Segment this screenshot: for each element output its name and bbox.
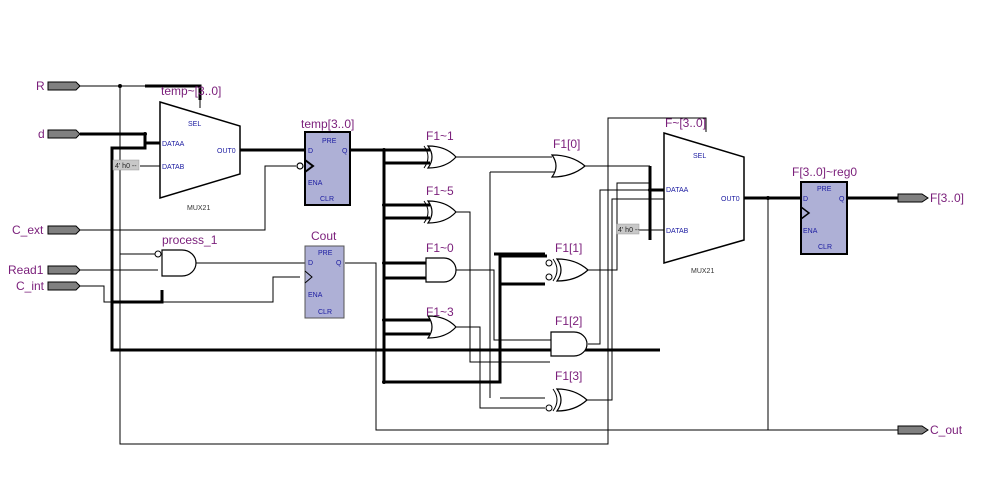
register-temp-d: D [308,148,313,155]
register-cout-clr: CLR [318,309,332,316]
register-f-d: D [803,196,808,203]
mux-f-type: MUX21 [691,268,714,275]
io-ports: R d C_ext Read1 C_int F[3..0] C_out [8,79,964,437]
const-temp-label: 4' h0 -- [115,163,137,170]
port-label-d: d [38,127,45,141]
register-temp-pre: PRE [322,138,337,145]
gate-f1-bit3[interactable]: F1[3] [545,369,588,412]
register-temp-ena: ENA [308,180,323,187]
mux-f-datab: DATAB [666,228,689,235]
input-R[interactable]: R [36,79,81,93]
port-label-C_int: C_int [16,279,45,293]
gate-f1-bit0[interactable]: F1[0] [550,137,586,178]
const-f-label: 4' h0 -- [618,227,640,234]
register-f-label: F[3..0]~reg0 [792,165,857,179]
mux-temp-dataa: DATAA [162,141,185,148]
gate-f1-5-label: F1~5 [426,184,454,198]
register-temp[interactable]: temp[3..0] PRE D Q ENA CLR [296,117,354,206]
register-cout-label: Cout [311,229,337,243]
mux-f-sel: SEL [693,153,706,160]
register-f-clr: CLR [818,244,832,251]
gate-f1-bit0-label: F1[0] [553,137,580,151]
input-Read1[interactable]: Read1 [8,263,81,277]
register-f-q: Q [839,196,845,203]
mux-temp[interactable]: temp~[3..0] SEL DATAA DATAB OUT0 MUX21 [159,84,241,212]
mux-temp-label: temp~[3..0] [161,84,221,98]
const-temp: 4' h0 -- [112,159,140,171]
mux-temp-sel: SEL [188,121,201,128]
gate-f1-3-label: F1~3 [426,305,454,319]
register-f[interactable]: F[3..0]~reg0 PRE D Q ENA CLR [792,165,857,255]
register-cout[interactable]: Cout PRE D Q ENA CLR [304,229,345,319]
gate-f1-0-label: F1~0 [426,241,454,255]
gate-f1-0[interactable]: F1~0 [425,241,457,283]
register-cout-d: D [308,260,313,267]
register-temp-clr: CLR [320,196,334,203]
port-label-F: F[3..0] [930,191,964,205]
junctions [118,84,770,384]
gate-f1-bit1-label: F1[1] [555,241,582,255]
port-label-Read1: Read1 [8,263,44,277]
input-d[interactable]: d [38,127,81,141]
mux-f-label: F~[3..0] [665,116,706,130]
gate-f1-1-label: F1~1 [426,129,454,143]
output-F[interactable]: F[3..0] [897,191,964,205]
mux-temp-type: MUX21 [187,205,210,212]
gate-f1-bit3-label: F1[3] [555,369,582,383]
mux-f[interactable]: F~[3..0] SEL DATAA DATAB OUT0 MUX21 [663,116,745,275]
gate-process[interactable]: process_1 [154,233,218,277]
const-f: 4' h0 -- [616,223,640,235]
gate-f1-5[interactable]: F1~5 [423,184,457,224]
register-f-pre: PRE [817,186,832,193]
register-temp-q: Q [342,148,348,155]
register-cout-q: Q [336,260,342,267]
register-cout-pre: PRE [318,250,333,257]
gate-f1-1[interactable]: F1~1 [423,129,457,169]
output-C_out[interactable]: C_out [897,423,963,437]
mux-f-dataa: DATAA [666,187,689,194]
port-label-R: R [36,79,45,93]
mux-f-out: OUT0 [721,196,740,203]
port-label-C_ext: C_ext [12,223,44,237]
port-label-C_out: C_out [930,423,963,437]
mux-temp-datab: DATAB [162,164,185,171]
input-C_ext[interactable]: C_ext [12,223,81,237]
gate-process-label: process_1 [162,233,218,247]
register-temp-label: temp[3..0] [301,117,354,131]
gate-f1-bit1[interactable]: F1[1] [545,241,589,282]
register-f-ena: ENA [803,228,818,235]
mux-temp-out: OUT0 [217,148,236,155]
input-C_int[interactable]: C_int [16,279,81,293]
wires [80,84,900,445]
gate-f1-3[interactable]: F1~3 [426,305,457,339]
gate-f1-bit2[interactable]: F1[2] [550,314,588,357]
register-cout-ena: ENA [308,292,323,299]
gate-f1-bit2-label: F1[2] [555,314,582,328]
